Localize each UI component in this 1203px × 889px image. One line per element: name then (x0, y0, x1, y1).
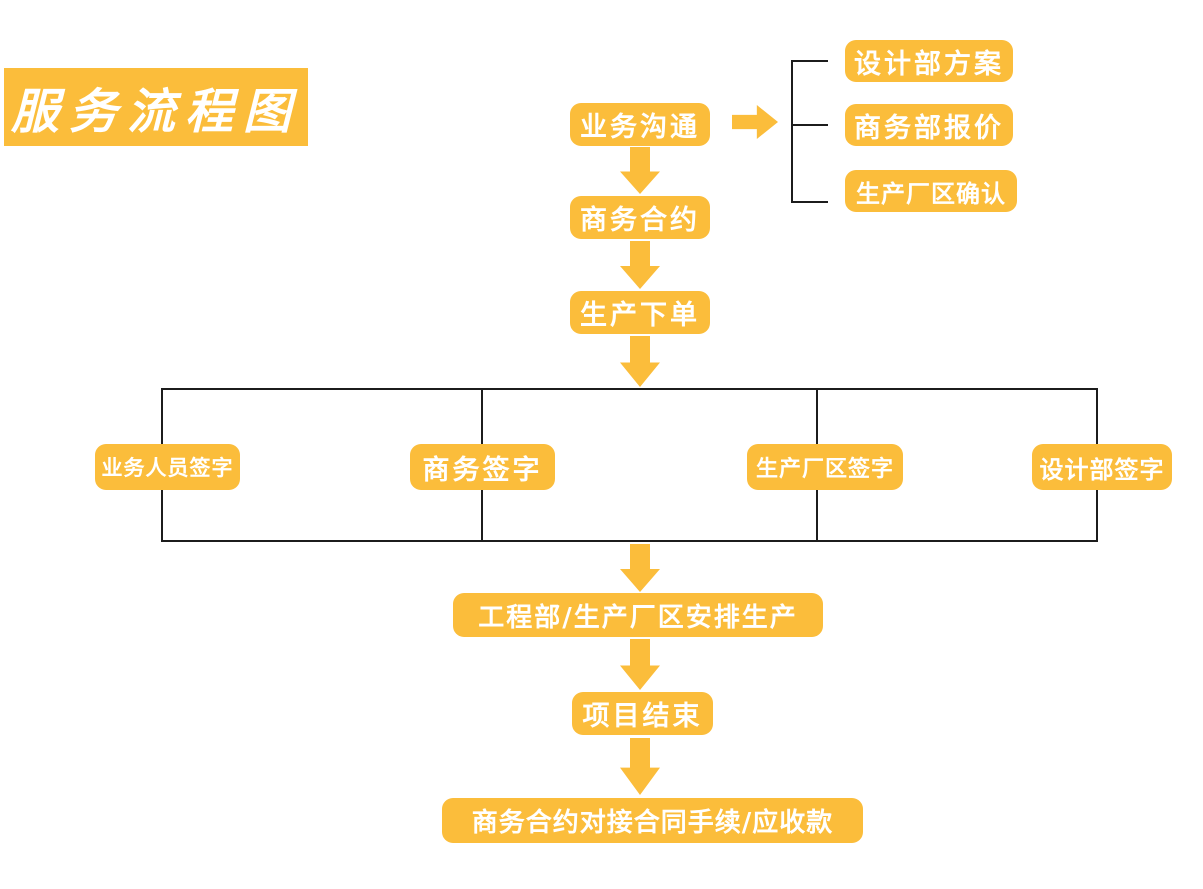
node-production-plant-signature: 生产厂区签字 (747, 444, 903, 490)
down-arrow-icon (620, 639, 660, 690)
branch-bracket-line (791, 61, 793, 203)
node-business-signature: 商务签字 (410, 444, 555, 490)
node-contract-procedures-receivables: 商务合约对接合同手续/应收款 (442, 798, 863, 843)
node-project-end: 项目结束 (572, 692, 713, 735)
branch-stub-bottom (791, 201, 828, 203)
node-design-dept-plan: 设计部方案 (845, 40, 1013, 82)
node-business-contract: 商务合约 (570, 196, 710, 239)
node-design-dept-signature: 设计部签字 (1032, 444, 1172, 490)
node-production-plant-confirm: 生产厂区确认 (845, 170, 1017, 212)
down-arrow-icon (620, 738, 660, 795)
node-production-order: 生产下单 (570, 291, 710, 334)
page-title-text: 服务流程图 (10, 84, 301, 140)
down-arrow-icon (620, 544, 660, 592)
distribution-line-top (161, 388, 1098, 390)
distribution-line-bottom (161, 540, 1098, 542)
node-business-dept-quote: 商务部报价 (845, 104, 1013, 146)
node-engineering-production-arrange: 工程部/生产厂区安排生产 (453, 593, 823, 637)
down-arrow-icon (620, 241, 660, 289)
node-sales-staff-signature: 业务人员签字 (95, 444, 240, 490)
down-arrow-icon (620, 147, 660, 194)
branch-stub-middle (791, 124, 828, 126)
right-arrow-icon (732, 105, 778, 139)
down-arrow-icon (620, 336, 660, 387)
node-business-communication: 业务沟通 (570, 103, 710, 146)
page-title: 服务流程图 (4, 68, 308, 146)
branch-stub-top (791, 60, 828, 62)
